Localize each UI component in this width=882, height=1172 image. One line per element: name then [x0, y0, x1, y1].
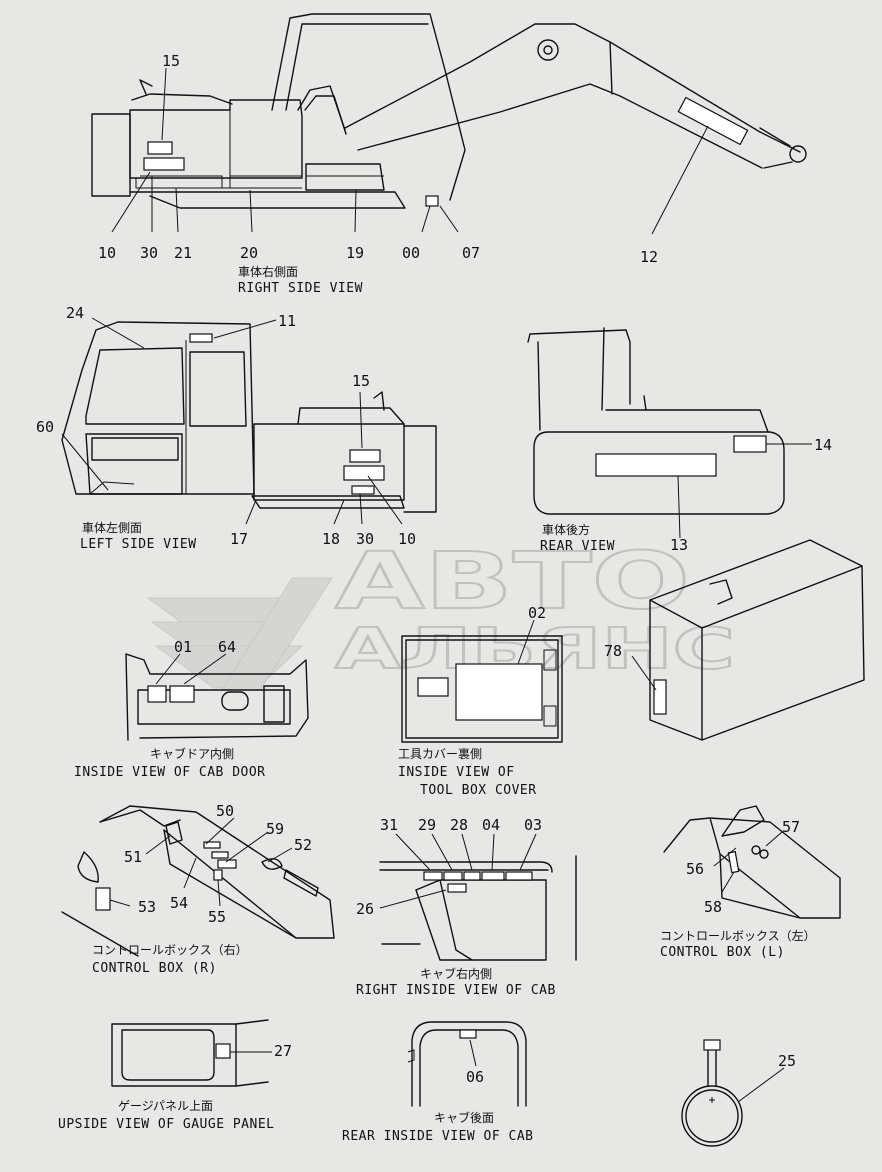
cab-rear-title-en: REAR INSIDE VIEW OF CAB [342, 1129, 534, 1144]
label-53: 53 [138, 898, 156, 916]
rear-title-jp: 車体後方 [542, 522, 590, 537]
cab-door-view: 01 64 キャブドア内側 INSIDE VIEW OF CAB DOOR [74, 638, 309, 780]
cab-door-title-en: INSIDE VIEW OF CAB DOOR [74, 765, 266, 780]
decal-78 [653, 679, 667, 715]
gauge-panel-title-en: UPSIDE VIEW OF GAUGE PANEL [58, 1117, 275, 1132]
right-side-title-jp: 車体右側面 [238, 264, 298, 279]
cab-rear-title-jp: キャブ後面 [434, 1110, 494, 1125]
decal-01 [147, 685, 167, 703]
right-side-view: 15 10 30 21 20 19 00 07 12 車体右側面 RIGHT S… [91, 13, 807, 296]
decal-58 [727, 850, 740, 874]
cab-rear-inside-view: 06 キャブ後面 REAR INSIDE VIEW OF CAB [342, 1021, 534, 1144]
decal-11 [189, 333, 213, 343]
label-57: 57 [782, 818, 800, 836]
watermark-line1: ABTO [335, 537, 690, 627]
label-26: 26 [356, 900, 374, 918]
label-00: 00 [402, 244, 420, 262]
decal-15-right [147, 141, 173, 155]
box-78-view: 78 [604, 539, 865, 741]
ring-view: 25 [681, 1039, 796, 1147]
label-78: 78 [604, 642, 622, 660]
label-19: 19 [346, 244, 364, 262]
label-20: 20 [240, 244, 258, 262]
left-side-title-jp: 車体左側面 [82, 520, 142, 535]
decal-14 [733, 435, 767, 453]
label-10-left: 10 [398, 530, 416, 548]
label-51: 51 [124, 848, 142, 866]
decal-10-right [143, 157, 185, 171]
label-01: 01 [174, 638, 192, 656]
watermark: ABTO АЛЬЯНС [146, 536, 736, 691]
label-03: 03 [524, 816, 542, 834]
label-17: 17 [230, 530, 248, 548]
label-15-right: 15 [162, 52, 180, 70]
label-13: 13 [670, 536, 688, 554]
control-box-r-title-jp: コントロールボックス（右） [92, 942, 248, 957]
rear-title-en: REAR VIEW [540, 539, 615, 554]
label-56: 56 [686, 860, 704, 878]
label-60: 60 [36, 418, 54, 436]
tool-box-title-en1: INSIDE VIEW OF [398, 765, 515, 780]
cab-right-inside-view: 31 29 28 04 03 26 キャブ右内側 RIGHT INSIDE VI… [356, 816, 577, 998]
cab-door-title-jp: キャブドア内側 [150, 746, 234, 761]
label-06: 06 [466, 1068, 484, 1086]
control-box-l-title-jp: コントロールボックス（左） [660, 928, 816, 943]
label-28: 28 [450, 816, 468, 834]
cab-right-title-en: RIGHT INSIDE VIEW OF CAB [356, 983, 556, 998]
label-15-left: 15 [352, 372, 370, 390]
label-55: 55 [208, 908, 226, 926]
label-52: 52 [294, 836, 312, 854]
label-30-left: 30 [356, 530, 374, 548]
label-64: 64 [218, 638, 236, 656]
label-31: 31 [380, 816, 398, 834]
label-11: 11 [278, 312, 296, 330]
watermark-logo-icon [146, 577, 333, 691]
label-27: 27 [274, 1042, 292, 1060]
label-58: 58 [704, 898, 722, 916]
cab-right-title-jp: キャブ右内側 [420, 966, 492, 981]
label-12: 12 [640, 248, 658, 266]
control-box-l-title-en: CONTROL BOX (L) [660, 945, 785, 960]
label-30-right: 30 [140, 244, 158, 262]
decal-64 [169, 685, 195, 703]
decal-02 [455, 663, 543, 721]
tool-box-title-jp: 工具カバー裏側 [398, 746, 482, 761]
label-50: 50 [216, 802, 234, 820]
label-18: 18 [322, 530, 340, 548]
gauge-panel-view: 27 ゲージパネル上面 UPSIDE VIEW OF GAUGE PANEL [58, 1019, 292, 1132]
label-29: 29 [418, 816, 436, 834]
label-04: 04 [482, 816, 500, 834]
decal-13 [595, 453, 717, 477]
label-25: 25 [778, 1052, 796, 1070]
label-02: 02 [528, 604, 546, 622]
rear-view: 14 13 車体後方 REAR VIEW [527, 327, 832, 554]
label-24: 24 [66, 304, 84, 322]
gauge-panel-title-jp: ゲージパネル上面 [118, 1099, 213, 1113]
label-21: 21 [174, 244, 192, 262]
decal-53 [95, 887, 111, 911]
left-side-title-en: LEFT SIDE VIEW [80, 537, 197, 552]
label-54: 54 [170, 894, 188, 912]
decal-27 [215, 1043, 231, 1059]
control-box-l-view: 57 56 58 コントロールボックス（左） CONTROL BOX (L) [660, 805, 841, 960]
tool-box-view: 02 工具カバー裏側 INSIDE VIEW OF TOOL BOX COVER [398, 604, 563, 798]
label-10-right: 10 [98, 244, 116, 262]
decal-10-left [343, 465, 385, 481]
control-box-r-title-en: CONTROL BOX (R) [92, 961, 217, 976]
tool-box-title-en2: TOOL BOX COVER [420, 783, 537, 798]
right-side-title-en: RIGHT SIDE VIEW [238, 281, 363, 296]
left-side-view: 24 11 15 60 17 18 30 10 車体左側面 LEFT SIDE … [36, 304, 437, 552]
label-14: 14 [814, 436, 832, 454]
label-59: 59 [266, 820, 284, 838]
control-box-r-view: 50 59 52 51 54 53 55 コントロールボックス（右） CONTR… [61, 802, 335, 976]
decal-12 [677, 96, 749, 146]
label-07: 07 [462, 244, 480, 262]
decal-15-left [349, 449, 381, 463]
